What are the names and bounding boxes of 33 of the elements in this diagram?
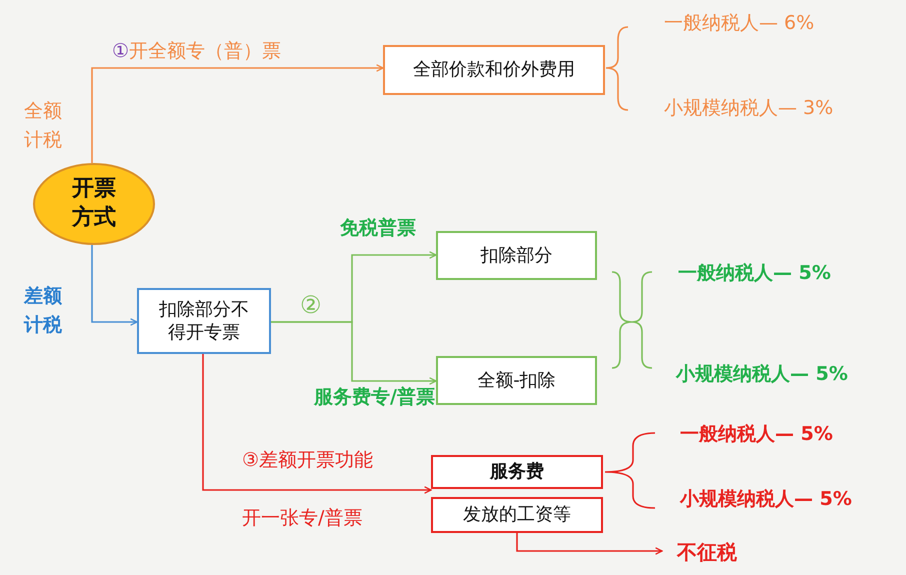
node-text: 扣除部分不得开专票 (158, 298, 250, 344)
edge-label: 差额计税 (24, 284, 62, 338)
process-box (431, 497, 603, 533)
arrow (91, 64, 384, 163)
arrow (91, 245, 138, 326)
process-box (436, 231, 597, 280)
node-text: 不征税 (677, 539, 737, 565)
arrow (516, 533, 663, 555)
label-text: 小规模纳税人— 5% (676, 363, 848, 387)
label-text: 全额计税 (24, 99, 62, 152)
label-text: 小规模纳税人— 3% (664, 97, 834, 121)
node-text: 服务费 (490, 460, 544, 484)
arrow (271, 321, 437, 385)
edge-label: ③差额开票功能 (242, 449, 374, 473)
label-text: ② (300, 290, 322, 320)
label-text: 一般纳税人— 5% (678, 262, 831, 286)
node-text: 全额-扣除 (477, 368, 556, 392)
node-text: 全部价款和价外费用 (413, 58, 575, 82)
edge-label: ①开全额专（普）票 (112, 40, 282, 64)
process-box (436, 356, 597, 405)
label-text: 开一张专/普票 (242, 507, 362, 531)
label-text: 一般纳税人— 5% (680, 423, 833, 447)
label-text: 小规模纳税人— 5% (680, 488, 852, 512)
process-box (137, 288, 271, 354)
edge-label: 服务费专/普票 (314, 386, 435, 410)
node-text: 开票方式 (70, 175, 117, 232)
process-box (431, 455, 603, 489)
node-text: 扣除部分 (480, 244, 552, 268)
arrow (202, 354, 432, 494)
process-box (383, 45, 605, 95)
label-text: 一般纳税人— 6% (664, 12, 814, 36)
node-text: 发放的工资等 (463, 503, 571, 527)
edge-label: 免税普票 (340, 217, 416, 241)
